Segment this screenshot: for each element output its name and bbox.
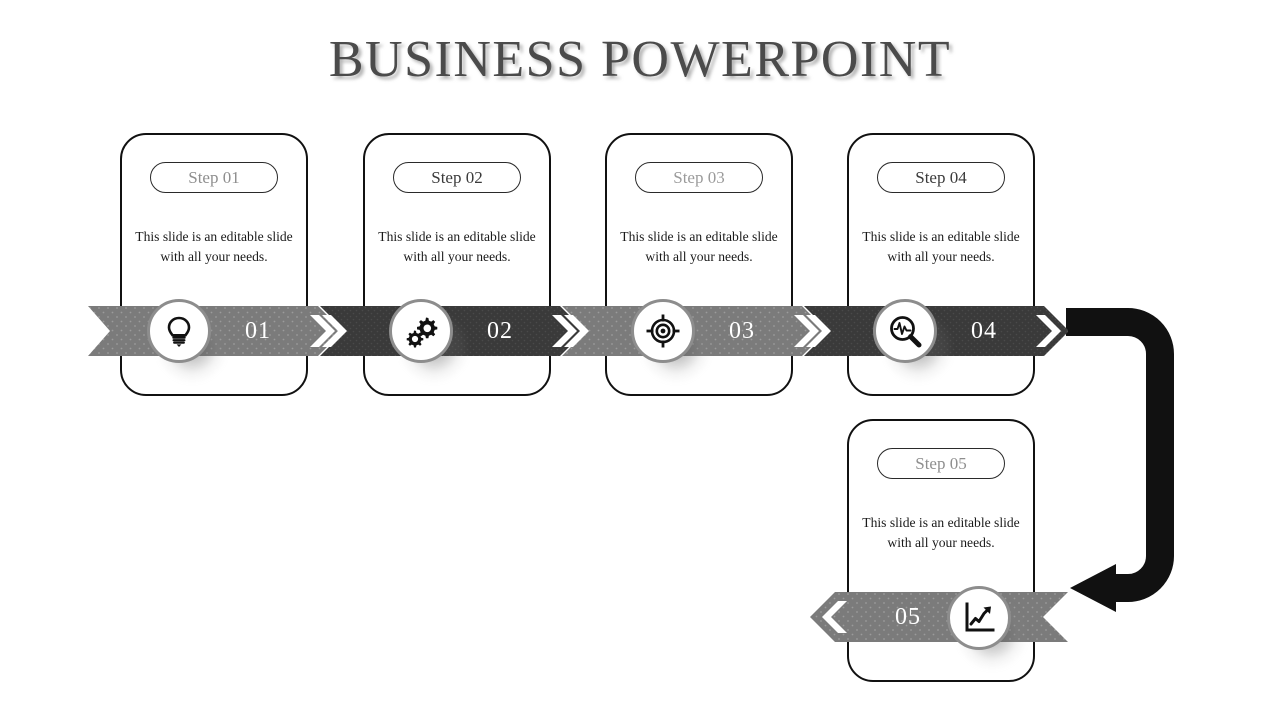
magnifier-pulse-icon <box>887 313 923 349</box>
step-pill-03: Step 03 <box>635 162 763 193</box>
step-pill-02: Step 02 <box>393 162 521 193</box>
gears-icon <box>403 313 439 349</box>
page-title: BUSINESS POWERPOINT <box>328 31 952 88</box>
step-pill-label: Step 02 <box>431 168 483 187</box>
flow-connector-elbow <box>1060 300 1190 640</box>
step-pill-label: Step 04 <box>915 168 967 187</box>
icon-circle-03[interactable] <box>631 299 695 363</box>
step-number-02: 02 <box>487 317 513 344</box>
step-body-01: This slide is an editable slide with all… <box>135 229 293 264</box>
step-pill-04: Step 04 <box>877 162 1005 193</box>
step-pill-label: Step 05 <box>915 454 967 473</box>
step-number-05: 05 <box>895 603 921 630</box>
step-number-04: 04 <box>971 317 997 344</box>
step-number-03: 03 <box>729 317 755 344</box>
step-body-05: This slide is an editable slide with all… <box>862 515 1020 550</box>
icon-circle-04[interactable] <box>873 299 937 363</box>
icon-circle-01[interactable] <box>147 299 211 363</box>
icon-circle-02[interactable] <box>389 299 453 363</box>
process-arrow-row-2: 05 <box>810 592 1068 642</box>
step-pill-05: Step 05 <box>877 448 1005 479</box>
target-icon <box>645 313 681 349</box>
step-pill-01: Step 01 <box>150 162 278 193</box>
step-pill-label: Step 03 <box>673 168 725 187</box>
step-body-03: This slide is an editable slide with all… <box>620 229 778 264</box>
icon-circle-05[interactable] <box>947 586 1011 650</box>
step-body-02: This slide is an editable slide with all… <box>378 229 536 264</box>
step-number-01: 01 <box>245 317 271 344</box>
growth-chart-icon <box>962 601 996 635</box>
lightbulb-icon <box>162 314 196 348</box>
step-body-04: This slide is an editable slide with all… <box>862 229 1020 264</box>
step-pill-label: Step 01 <box>188 168 240 187</box>
